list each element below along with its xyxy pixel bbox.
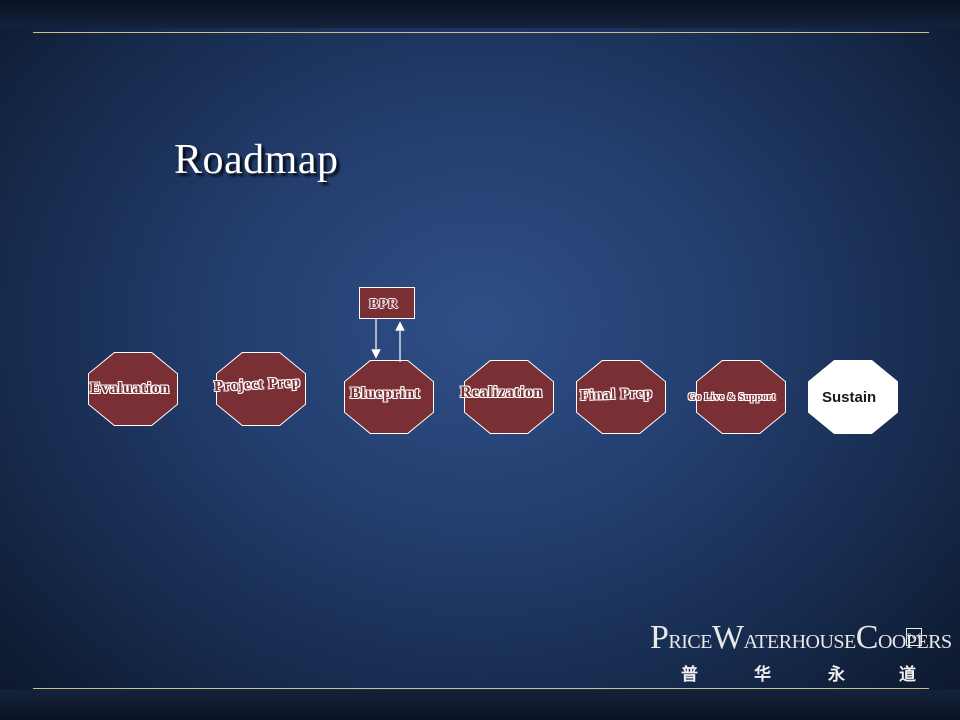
phase-realization-label: Realization xyxy=(460,384,543,401)
company-logo: PRICEWATERHOUSECOOPERS xyxy=(650,619,952,656)
phase-final-prep-label: Final Prep xyxy=(579,385,653,404)
phase-realization-shape xyxy=(464,360,554,434)
bpr-label: BPR xyxy=(369,297,399,312)
phase-evaluation-label: Evaluation xyxy=(90,380,170,397)
phase-sustain-shape xyxy=(808,360,898,434)
slide-title: Roadmap xyxy=(174,137,339,183)
phase-sustain-label: Sustain xyxy=(822,389,877,406)
top-divider xyxy=(33,32,929,33)
phase-evaluation-shape xyxy=(88,352,178,426)
phase-blueprint-shape xyxy=(344,360,434,434)
bpr-arrows xyxy=(371,319,405,362)
phase-go-live-label: Go Live & Support xyxy=(688,392,776,403)
bottom-divider xyxy=(33,688,929,689)
phase-project-prep-shape xyxy=(216,352,306,426)
phase-go-live-shape xyxy=(696,360,786,434)
logo-mark-icon: PwC xyxy=(906,628,923,646)
phase-blueprint-label: Blueprint xyxy=(350,385,421,402)
phase-final-prep-shape xyxy=(576,360,666,434)
bpr-box xyxy=(359,287,415,319)
bottom-band xyxy=(0,690,960,720)
top-band xyxy=(0,0,960,28)
